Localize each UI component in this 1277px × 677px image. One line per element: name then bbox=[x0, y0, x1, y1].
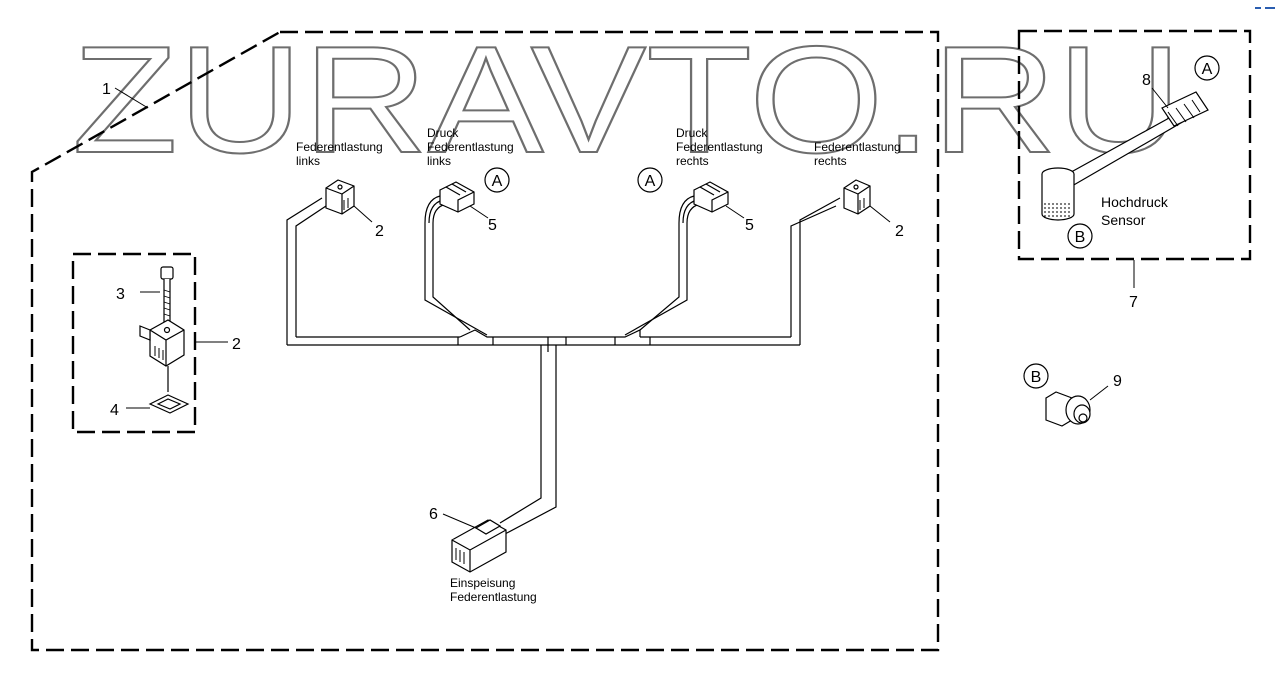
callout-5-right: 5 bbox=[745, 217, 754, 234]
connector-5-right bbox=[678, 181, 729, 224]
bolt-3 bbox=[160, 266, 174, 329]
label-federentlastung-links: Federentlastung links bbox=[296, 140, 386, 168]
label-druck-rechts: Druck Federentlastung rechts bbox=[676, 126, 766, 168]
ref-a-left: A bbox=[484, 167, 510, 193]
connector-2-right bbox=[843, 179, 871, 215]
connector-6 bbox=[451, 519, 507, 573]
callout-2-left: 2 bbox=[375, 223, 384, 240]
sensor-box-7 bbox=[1017, 29, 1252, 261]
callout-1: 1 bbox=[102, 81, 111, 98]
leader-lines bbox=[114, 87, 1169, 529]
callout-4: 4 bbox=[110, 402, 119, 419]
svg-text:B: B bbox=[1075, 229, 1086, 246]
callout-3: 3 bbox=[116, 286, 125, 303]
label-druck-links: Druck Federentlastung links bbox=[427, 126, 517, 168]
callout-6: 6 bbox=[429, 506, 438, 523]
valve-connector-2 bbox=[139, 319, 185, 392]
callout-7: 7 bbox=[1129, 294, 1138, 311]
callout-8: 8 bbox=[1142, 72, 1151, 89]
callout-5-left: 5 bbox=[488, 217, 497, 234]
connector-2-left bbox=[325, 179, 355, 215]
ref-a-right: A bbox=[637, 167, 663, 193]
callout-2-kit: 2 bbox=[232, 336, 241, 353]
connector-5-left bbox=[424, 181, 475, 224]
svg-text:A: A bbox=[645, 173, 656, 190]
callout-2-right: 2 bbox=[895, 223, 904, 240]
ref-a-sensor: A bbox=[1194, 55, 1220, 81]
callout-9: 9 bbox=[1113, 373, 1122, 390]
harness-wires bbox=[286, 197, 841, 535]
svg-text:A: A bbox=[492, 173, 503, 190]
seal-4 bbox=[148, 394, 190, 414]
adapter-9 bbox=[1045, 391, 1091, 427]
kit-box-2 bbox=[71, 252, 197, 434]
assembly-boundary-main bbox=[30, 30, 940, 652]
ref-b-sensor: B bbox=[1067, 223, 1093, 249]
svg-text:B: B bbox=[1031, 369, 1042, 386]
svg-text:A: A bbox=[1202, 61, 1213, 78]
watermark: ZURAVTO.RU bbox=[72, 15, 1182, 185]
pressure-sensor-7 bbox=[1041, 91, 1209, 221]
label-hochdruck-sensor: Hochdruck Sensor bbox=[1101, 194, 1172, 228]
label-federentlastung-rechts: Federentlastung rechts bbox=[814, 140, 904, 168]
ref-b-adapter: B bbox=[1023, 363, 1049, 389]
label-einspeisung: Einspeisung Federentlastung bbox=[450, 576, 537, 604]
